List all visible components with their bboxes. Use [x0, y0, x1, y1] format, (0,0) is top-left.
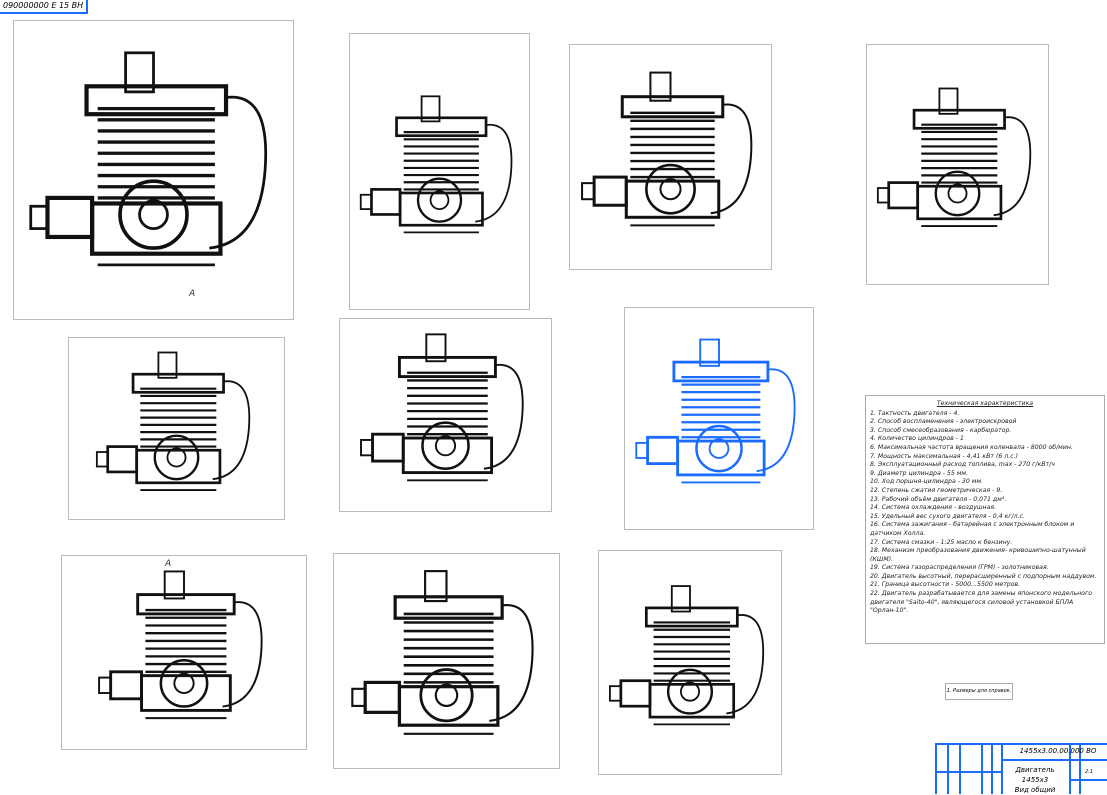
iso-view-1 [339, 318, 552, 512]
spec-item: 17. Система смазки - 1:25 масло к бензин… [870, 538, 1013, 546]
spec-item: 20. Двигатель высотный, перерасширенный … [870, 572, 1097, 580]
spec-item: 22. Двигатель разрабатывается для замены… [870, 590, 1093, 615]
spec-item: 14. Система охлаждения - воздушная. [870, 504, 997, 512]
engine-drawing [29, 51, 268, 267]
engine-drawing [351, 570, 534, 735]
spec-item: 7. Мощность максимальная - 4,41 кВт (6 л… [870, 452, 1018, 460]
drawing-name-line1: Двигатель 1455х3 [1015, 766, 1055, 784]
technical-specifications: Техническая характеристика 1. Тактность … [865, 395, 1105, 644]
spec-item: 2. Способ воспламенения - электроискрово… [870, 418, 1017, 426]
rear-view [569, 44, 772, 270]
engine-drawing [609, 585, 765, 726]
spec-item: 9. Диаметр цилиндра - 55 мм. [870, 469, 969, 477]
bottom-view [68, 337, 285, 520]
spec-item: 12. Степень сжатия геометрическая - 9. [870, 486, 1003, 494]
engine-drawing [581, 71, 753, 227]
iso-view-3 [333, 553, 560, 769]
dimension-note: 1. Размеры для справок. [945, 683, 1013, 700]
spec-item: 13. Рабочий объём двигателя - 0,071 дм³. [870, 495, 1007, 503]
view-a: А [61, 555, 307, 750]
view-label: А [165, 559, 172, 569]
spec-item: 6. Максимальная частота вращения коленва… [870, 443, 1073, 451]
engine-drawing [876, 87, 1032, 227]
engine-drawing [635, 338, 796, 484]
engine-drawing [360, 333, 524, 482]
drawing-name-line2: Вид общий [1014, 786, 1056, 794]
spec-title: Техническая характеристика [936, 400, 1034, 407]
iso-view-4 [598, 550, 782, 775]
drawing-code: 1455х3.00.00.000 ВО [1019, 747, 1097, 755]
spec-item: 10. Ход поршня-цилиндра - 30 мм. [870, 478, 984, 486]
engine-drawing [95, 351, 251, 491]
other-side-view [866, 44, 1049, 285]
spec-item: 19. Система газораспределения (ГРМ) - зо… [870, 564, 1049, 572]
spec-item: 15. Удельный вес сухого двигателя - 0,4 … [870, 512, 1025, 520]
view-label: А [189, 289, 196, 299]
scale: 2:1 [1085, 769, 1094, 775]
spec-item: 4. Количество цилиндров - 1 [870, 435, 964, 443]
spec-item: 3. Способ смесеобразования - карбюратор. [870, 426, 1012, 434]
spec-item: 16. Система зажигания - батарейная с эле… [870, 521, 1075, 537]
spec-item: 1. Тактность двигателя - 4. [870, 409, 960, 417]
spec-item: 18. Механизм преобразования движения- кр… [870, 547, 1086, 563]
engine-drawing [98, 570, 263, 720]
engine-drawing [359, 95, 513, 234]
iso-view-2-blue [624, 307, 814, 530]
spec-item: 21. Граница высотности - 5000...5500 мет… [870, 581, 1021, 589]
side-view [349, 33, 530, 310]
drawing-number-stamp: 090000000 Е 15 ВН [0, 0, 89, 14]
spec-item: 8. Эксплуатационный расход топлива, max … [870, 461, 1055, 469]
front-view: А [13, 20, 294, 320]
